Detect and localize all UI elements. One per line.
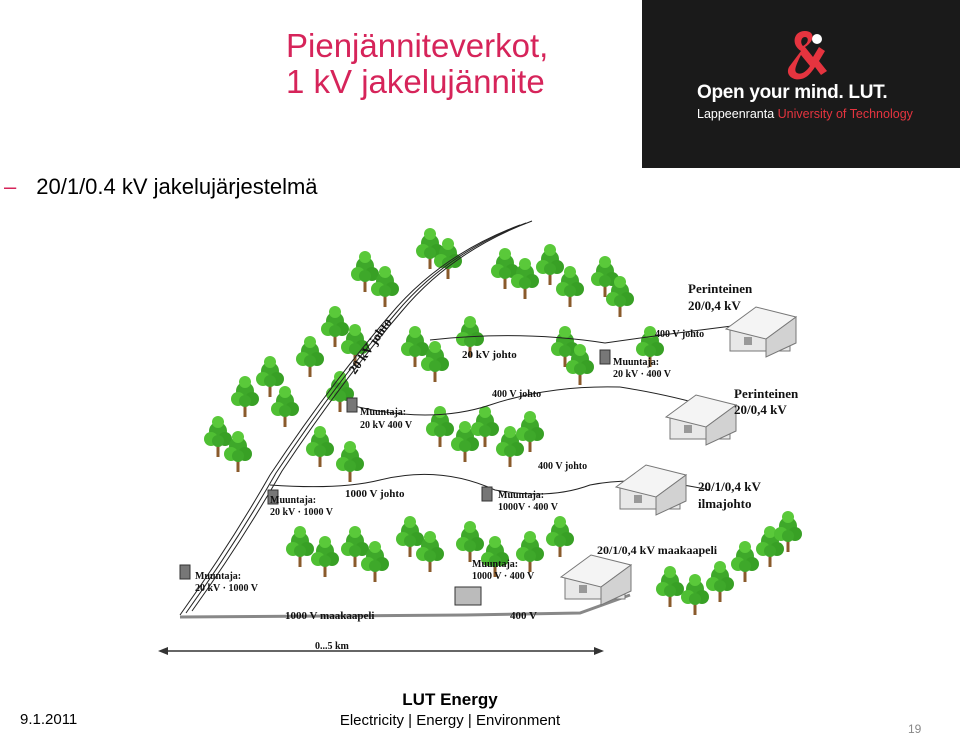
label-20kv-johto: 20 kV johto (462, 349, 517, 361)
distribution-diagram: 20 kV johto 20 kV johto 400 V johto 400 … (158, 220, 802, 655)
label-maakaapeli: 20/1/0,4 kV maakaapeli (597, 543, 718, 557)
logo-university-part1: Lappeenranta (697, 107, 775, 121)
m3-title: Muuntaja: (270, 495, 316, 506)
ampersand-logo-icon (787, 31, 827, 80)
label-perinteinen-2a: Perinteinen (734, 386, 799, 401)
m5-values: 20 kV · 1000 V (195, 583, 259, 594)
label-400v-johto-top: 400 V johto (655, 329, 704, 340)
bullet-item: –20/1/0.4 kV jakelujärjestelmä (4, 174, 318, 200)
logo-university-part2: University of Technology (777, 107, 913, 121)
m2-title: Muuntaja: (613, 357, 659, 368)
label-400v-cable: 400 V (510, 610, 537, 622)
bullet-text: 20/1/0.4 kV jakelujärjestelmä (36, 174, 318, 199)
label-ilmajohto-b: ilmajohto (698, 496, 751, 511)
m2-values: 20 kV · 400 V (613, 369, 672, 380)
ground-cable (179, 593, 631, 619)
m3-values: 20 kV · 1000 V (270, 507, 334, 518)
m4-values: 1000V · 400 V (498, 502, 559, 513)
page-number: 19 (908, 722, 922, 736)
bullet-dash: – (4, 174, 17, 199)
label-400v-johto-low: 400 V johto (538, 461, 587, 472)
title-line-2: 1 kV jakelujännite (286, 63, 545, 100)
label-distance: 0...5 km (315, 641, 350, 652)
footer-date: 9.1.2011 (20, 711, 78, 728)
houses (560, 306, 797, 606)
m1-title: Muuntaja: (360, 407, 406, 418)
slide-title: Pienjänniteverkot, 1 kV jakelujännite (286, 28, 548, 100)
label-perinteinen-2b: 20/0,4 kV (734, 402, 787, 417)
title-line-1: Pienjänniteverkot, (286, 27, 549, 64)
m4-title: Muuntaja: (498, 490, 544, 501)
m6-values: 1000 V · 400 V (472, 571, 535, 582)
lut-logo: Open your mind. LUT. Lappeenranta Univer… (642, 0, 960, 168)
label-1000v-johto: 1000 V johto (345, 488, 405, 500)
footer-tagline: Electricity | Energy | Environment (339, 712, 561, 729)
transformer-poles (179, 349, 611, 606)
logo-tagline: Open your mind. LUT. (697, 82, 888, 103)
m1-values: 20 kV 400 V (360, 420, 413, 431)
m6-title: Muuntaja: (472, 559, 518, 570)
label-perinteinen-1a: Perinteinen (688, 281, 753, 296)
m5-title: Muuntaja: (195, 571, 241, 582)
footer-center: LUT Energy Electricity | Energy | Enviro… (300, 690, 600, 729)
label-1000v-maakaapeli: 1000 V maakaapeli (285, 610, 374, 622)
logo-university: Lappeenranta University of Technology (697, 107, 913, 121)
label-perinteinen-1b: 20/0,4 kV (688, 298, 741, 313)
label-ilmajohto-a: 20/1/0,4 kV (698, 479, 761, 494)
footer-org: LUT Energy (402, 690, 498, 709)
label-400v-johto-mid: 400 V johto (492, 389, 541, 400)
